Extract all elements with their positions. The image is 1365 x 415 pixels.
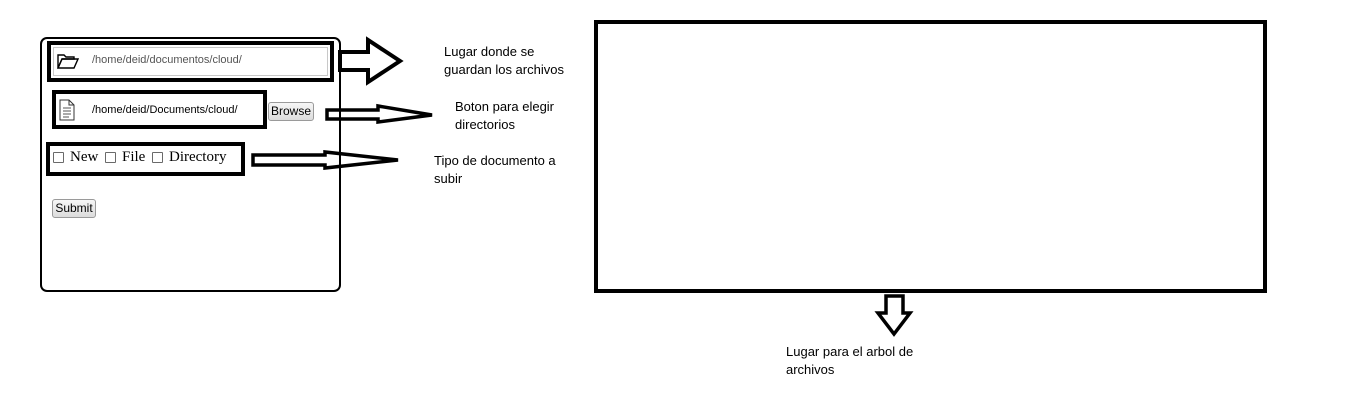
arrow-destination (338, 36, 404, 86)
tree-note: Lugar para el arbol de archivos (786, 344, 914, 377)
browse-button[interactable]: Browse (268, 102, 314, 121)
document-icon (59, 99, 75, 121)
checkbox-new-label: New (70, 149, 99, 165)
folder-open-icon (57, 54, 79, 69)
checkbox-file[interactable] (105, 152, 116, 163)
file-path-highlight-frame[interactable] (52, 90, 267, 129)
destination-path: /home/deid/documentos/cloud/ (92, 54, 242, 66)
checkbox-directory-label: Directory (169, 149, 227, 165)
checkbox-directory[interactable] (152, 152, 163, 163)
file-path: /home/deid/Documents/cloud/ (92, 104, 238, 116)
file-tree-area (594, 20, 1267, 293)
destination-highlight-frame (47, 41, 334, 82)
form-panel (40, 37, 341, 292)
type-highlight-frame (46, 142, 245, 176)
checkbox-file-label: File (122, 149, 146, 165)
submit-button[interactable]: Submit (52, 199, 96, 218)
browse-note: Boton para elegir directorios (455, 99, 555, 132)
arrow-type (251, 150, 399, 170)
arrow-browse (325, 103, 433, 124)
destination-field[interactable] (53, 47, 328, 76)
destination-note: Lugar donde se guardan los archivos (444, 44, 564, 77)
arrow-tree (874, 294, 914, 337)
type-note: Tipo de documento a subir (434, 153, 556, 186)
checkbox-new[interactable] (53, 152, 64, 163)
